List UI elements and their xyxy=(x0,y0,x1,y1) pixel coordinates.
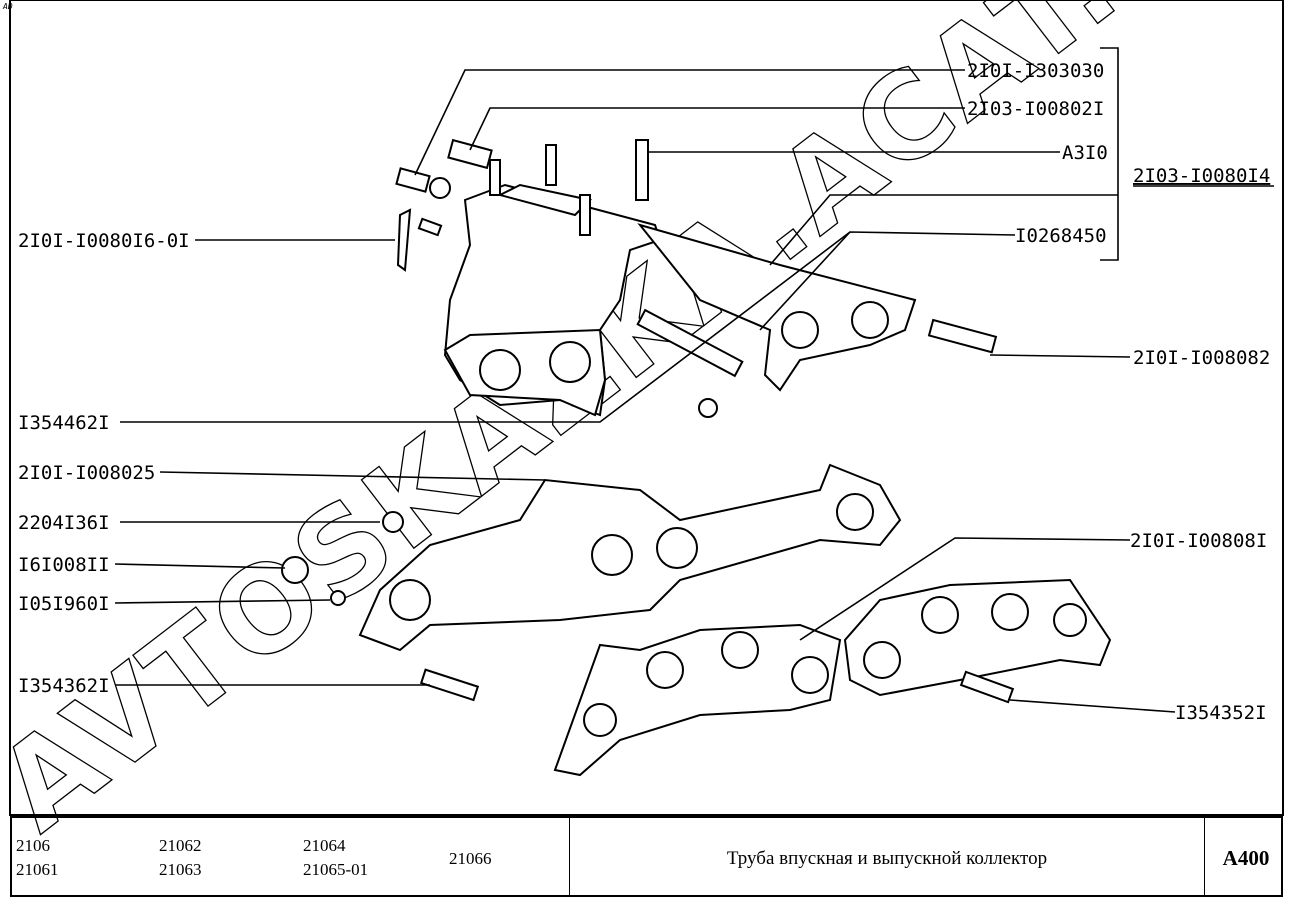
callout-2101-1008025: 2I0I-I008025 xyxy=(18,462,155,484)
callout-16100811: I6I008II xyxy=(18,554,110,576)
title-block: 2106 21061 21062 21063 21064 21065-01 21… xyxy=(10,815,1283,897)
diagram-title: Труба впускная и выпускной коллектор xyxy=(726,848,1048,869)
model-21062: 21062 xyxy=(159,836,202,855)
fittings xyxy=(395,138,998,418)
callout-2101-1008082: 2I0I-I008082 xyxy=(1133,347,1270,369)
diagram-code: A400 xyxy=(1222,846,1270,870)
model-21061: 21061 xyxy=(16,860,59,879)
model-21063: 21063 xyxy=(159,860,202,879)
assembly-label: 2I03-I0080I4 xyxy=(1133,165,1270,187)
model-21065-01: 21065-01 xyxy=(303,860,369,879)
callout-2103-1008021: 2I03-I00802I xyxy=(967,98,1104,120)
model-21066: 21066 xyxy=(449,849,492,868)
callout-22041361: 2204I36I xyxy=(18,512,110,534)
corner-mark: AD xyxy=(2,2,13,11)
gaskets xyxy=(553,578,1112,777)
callout-2101-1008016-01: 2I0I-I0080I6-0I xyxy=(18,230,190,252)
model-2106: 2106 xyxy=(16,836,50,855)
callout-13543521: I354352I xyxy=(1175,702,1267,724)
callout-10519601: I05I960I xyxy=(18,593,110,615)
intake-manifold xyxy=(443,139,917,417)
leader-lines xyxy=(114,47,1176,713)
exhaust-manifold xyxy=(281,463,902,702)
callout-10268450: I0268450 xyxy=(1015,225,1107,247)
callout-13543621: I354362I xyxy=(18,675,110,697)
callout-2101-1008081: 2I0I-I00808I xyxy=(1130,530,1267,552)
callout-13544621: I354462I xyxy=(18,412,110,434)
callout-2101-1303030: 2I0I-I303030 xyxy=(967,60,1104,82)
callout-a310: A3I0 xyxy=(1062,142,1108,164)
model-21064: 21064 xyxy=(303,836,346,855)
